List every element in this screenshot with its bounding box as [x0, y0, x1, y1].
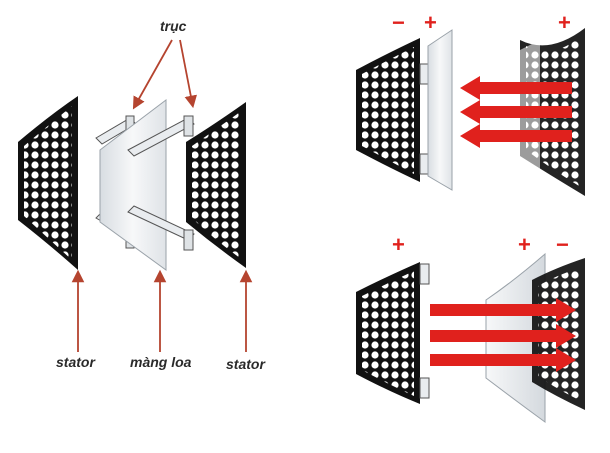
- top-plus-right-sign: +: [558, 10, 571, 35]
- top-left-stator: [356, 38, 420, 182]
- left-stator: [18, 96, 78, 270]
- bottom-minus-right-sign: −: [556, 232, 569, 257]
- left-exploded-view: [18, 39, 253, 352]
- membrane-sheet: [99, 98, 167, 271]
- bottom-plus-left-sign: +: [392, 232, 405, 257]
- top-right-view: [356, 28, 585, 196]
- stator-right-label: stator: [226, 356, 265, 372]
- right-stator: [186, 102, 246, 268]
- bottom-left-stator: [356, 262, 420, 404]
- bottom-force-arrows: [430, 298, 576, 372]
- callouts: [71, 39, 253, 352]
- bottom-right-view: [356, 252, 585, 423]
- shaft-rail-front: [127, 115, 195, 251]
- membrane-label: màng loa: [130, 354, 192, 370]
- bottom-plus-mid-sign: +: [518, 232, 531, 257]
- stator-left-label: stator: [56, 354, 95, 370]
- top-membrane: [427, 29, 453, 191]
- top-plus-mid-sign: +: [424, 10, 437, 35]
- bottom-rail: [419, 263, 430, 399]
- top-minus-sign: −: [392, 10, 405, 35]
- shaft-label: trục: [160, 18, 187, 34]
- top-force-arrows: [460, 76, 572, 148]
